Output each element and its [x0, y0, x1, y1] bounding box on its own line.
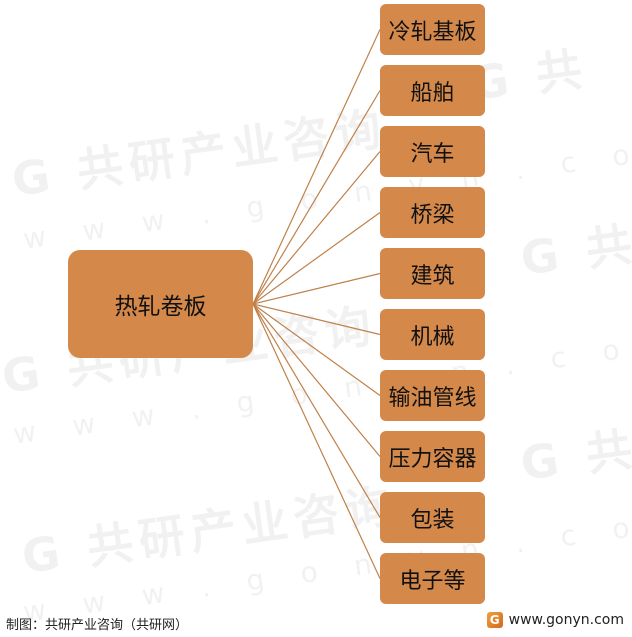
- leaf-label: 建筑: [410, 263, 455, 289]
- leaf-label: 包装: [410, 507, 455, 533]
- leaf-node: 桥梁: [380, 187, 485, 238]
- connector-line: [252, 303, 381, 457]
- connector-line: [252, 151, 381, 305]
- leaf-label: 输油管线: [388, 385, 477, 411]
- leaf-node: 冷轧基板: [380, 4, 485, 55]
- leaf-label: 汽车: [410, 141, 455, 167]
- source-caption: 制图：共研产业咨询（共研网）: [6, 618, 189, 633]
- logo-g-icon: G: [486, 612, 503, 628]
- leaf-node: 压力容器: [380, 431, 485, 482]
- leaf-node: 船舶: [380, 65, 485, 116]
- leaf-label: 电子等: [399, 568, 466, 594]
- leaf-node: 机械: [380, 309, 485, 360]
- connector-line: [252, 272, 381, 305]
- leaf-label: 机械: [410, 324, 455, 350]
- connector-line: [252, 303, 381, 396]
- leaf-node: 汽车: [380, 126, 485, 177]
- leaf-node: 建筑: [380, 248, 485, 299]
- leaf-node: 电子等: [380, 553, 485, 604]
- root-node: 热轧卷板: [68, 250, 253, 358]
- leaf-label: 桥梁: [410, 202, 455, 228]
- leaf-label: 船舶: [410, 80, 455, 106]
- connector-line: [252, 303, 381, 579]
- website-url: www.gonyn.com: [508, 612, 624, 628]
- leaf-node: 输油管线: [380, 370, 485, 421]
- connector-line: [252, 29, 381, 305]
- website-credit: G www.gonyn.com: [486, 612, 624, 628]
- leaf-node: 包装: [380, 492, 485, 543]
- connector-line: [252, 212, 381, 305]
- root-label: 热轧卷板: [114, 294, 207, 320]
- leaf-label: 压力容器: [388, 446, 477, 472]
- connector-line: [252, 303, 381, 336]
- connector-line: [252, 303, 381, 518]
- leaf-label: 冷轧基板: [388, 19, 477, 45]
- connector-line: [252, 90, 381, 305]
